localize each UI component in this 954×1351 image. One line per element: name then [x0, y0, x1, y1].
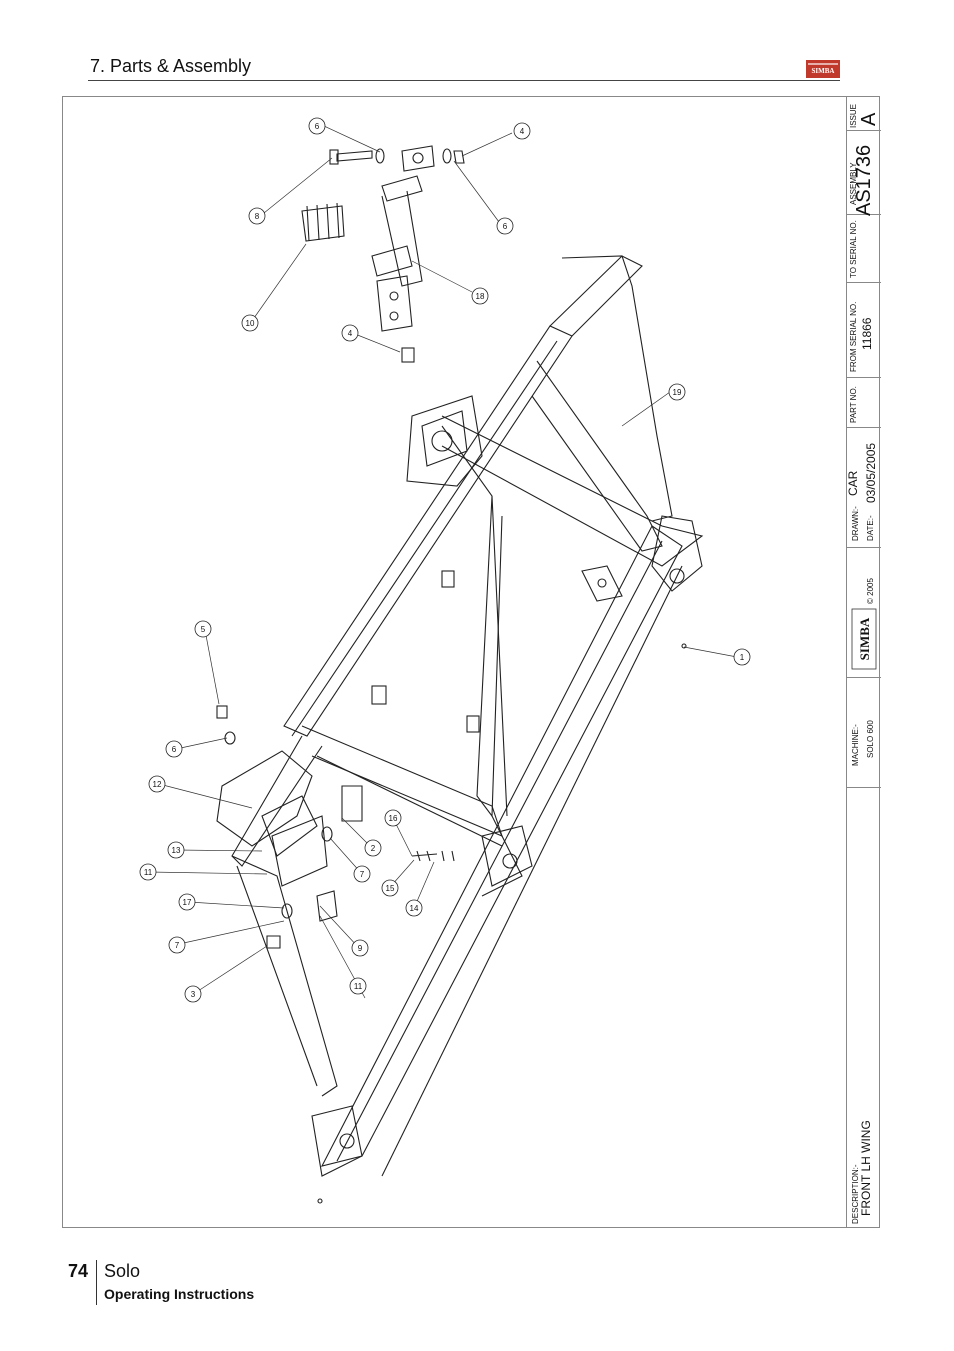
svg-text:5: 5	[201, 625, 206, 634]
simba-logo-icon: SIMBA	[806, 60, 840, 78]
header-divider	[88, 80, 840, 81]
svg-text:11: 11	[144, 868, 153, 877]
svg-text:4: 4	[348, 329, 353, 338]
svg-text:6: 6	[315, 122, 320, 131]
callout-17: 16	[384, 809, 402, 827]
callout-19: 19	[668, 383, 686, 401]
callout-5: 3	[184, 985, 202, 1003]
issue-label: ISSUE	[849, 103, 858, 128]
issue-value: A	[858, 112, 880, 126]
svg-text:19: 19	[673, 388, 682, 397]
callout-8: 8	[248, 207, 266, 225]
svg-text:10: 10	[246, 319, 255, 328]
svg-text:6: 6	[172, 745, 177, 754]
callout-16: 18	[471, 287, 489, 305]
callout-14: 14	[405, 899, 423, 917]
svg-text:18: 18	[476, 292, 485, 301]
assembly-drawing: 6 4 8 6 18 10 4 19 1 5 6 12 13 11 17 7 3…	[139, 117, 751, 1204]
part-no-label: PART NO.	[849, 386, 858, 423]
to-serial-label: TO SERIAL NO.	[849, 220, 858, 278]
from-serial-label: FROM SERIAL NO.	[849, 301, 858, 372]
drawn-value: CAR	[846, 470, 860, 496]
svg-text:7: 7	[360, 870, 365, 879]
callout-6-right: 6	[496, 217, 514, 235]
callout-6-top: 6	[308, 117, 326, 135]
drawn-label: DRAWN:-	[851, 506, 860, 541]
svg-text:13: 13	[172, 846, 181, 855]
footer-model: Solo	[104, 1261, 141, 1281]
callout-1: 1	[733, 648, 751, 666]
date-label: DATE:-	[866, 515, 875, 541]
callout-7-right: 7	[353, 865, 371, 883]
svg-text:17: 17	[183, 898, 192, 907]
svg-text:4: 4	[520, 127, 525, 136]
svg-text:3: 3	[191, 990, 196, 999]
callout-7-left: 7	[168, 936, 186, 954]
svg-text:16: 16	[389, 814, 398, 823]
svg-text:15: 15	[386, 884, 395, 893]
svg-text:6: 6	[503, 222, 508, 231]
callout-18: 17	[178, 893, 196, 911]
copyright: © 2005	[866, 578, 875, 604]
callout-9: 9	[351, 939, 369, 957]
footer-divider	[96, 1260, 97, 1305]
machine-label: MACHINE:-	[851, 724, 860, 766]
svg-text:14: 14	[410, 904, 419, 913]
callout-4-left: 5	[194, 620, 212, 638]
machine-value: SOLO 600	[866, 720, 875, 758]
callout-12: 12	[148, 775, 166, 793]
date-value: 03/05/2005	[864, 442, 878, 503]
footer-subtitle: Operating Instructions	[104, 1286, 255, 1302]
callout-2: 2	[364, 839, 382, 857]
from-serial-value: 11866	[860, 317, 874, 350]
title-block	[846, 97, 881, 1227]
page-number: 74	[68, 1261, 89, 1281]
callout-6-left: 6	[165, 740, 183, 758]
title-block-logo-text: SIMBA	[857, 617, 872, 660]
svg-text:12: 12	[153, 780, 162, 789]
svg-text:11: 11	[354, 982, 363, 991]
callout-10: 10	[241, 314, 259, 332]
title-block-logo-icon: SIMBA	[851, 608, 877, 670]
svg-text:7: 7	[175, 941, 180, 950]
assembly-value: AS1736	[853, 144, 875, 216]
header-logo-text: SIMBA	[812, 67, 835, 75]
drawing-frame	[62, 96, 880, 1228]
svg-text:8: 8	[255, 212, 260, 221]
callout-3: 4	[341, 324, 359, 342]
callout-11-left: 11	[139, 863, 157, 881]
callout-4-top: 4	[513, 122, 531, 140]
callout-15: 15	[381, 879, 399, 897]
svg-text:1: 1	[740, 653, 745, 662]
description-value: FRONT LH WING	[859, 1120, 873, 1216]
callout-13: 13	[167, 841, 185, 859]
section-title: 7. Parts & Assembly	[90, 56, 252, 76]
svg-text:2: 2	[371, 844, 376, 853]
callout-11-right: 11	[349, 977, 367, 995]
svg-text:9: 9	[358, 944, 363, 953]
